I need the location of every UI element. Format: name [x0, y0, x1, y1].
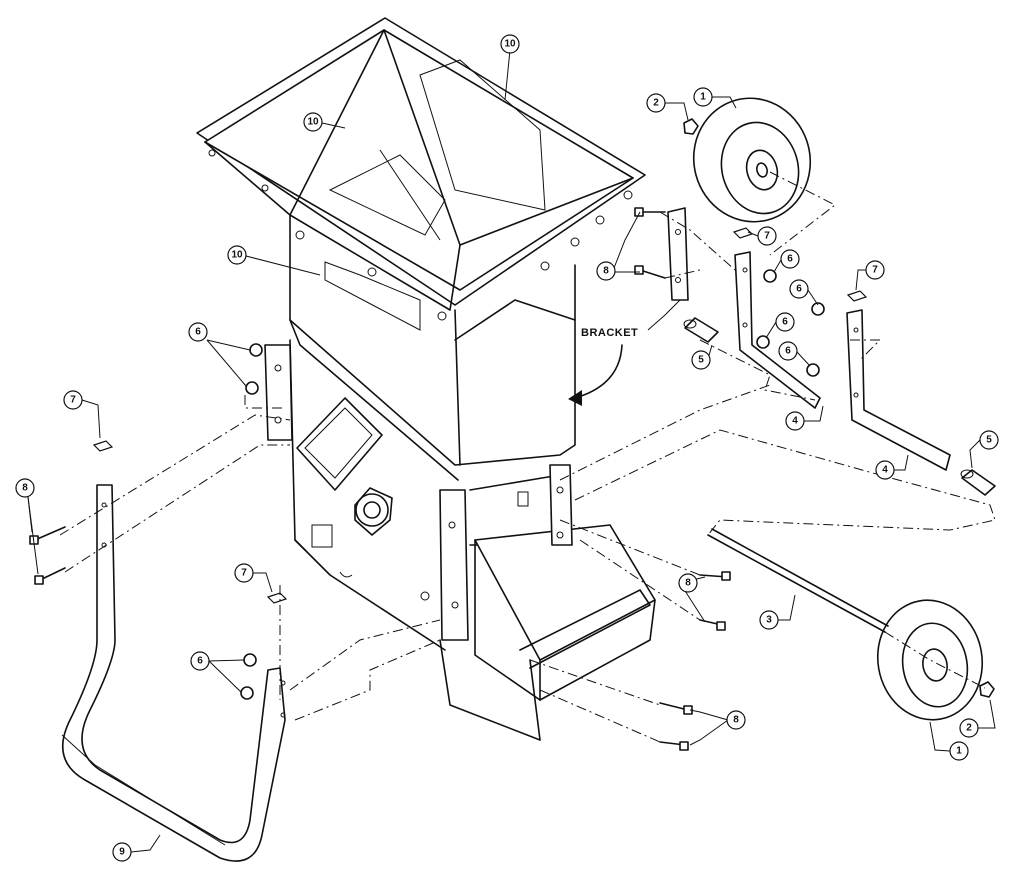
callout-4: 4 — [875, 460, 895, 480]
callout-3: 3 — [759, 610, 779, 630]
svg-text:2: 2 — [966, 723, 972, 734]
svg-text:6: 6 — [787, 254, 793, 265]
callout-6: 6 — [789, 279, 809, 299]
svg-text:6: 6 — [782, 317, 788, 328]
bracket-label: BRACKET — [581, 327, 638, 339]
chipper-body — [264, 207, 689, 741]
svg-text:7: 7 — [764, 231, 770, 242]
bracket-pointer: BRACKET — [568, 299, 681, 406]
svg-text:8: 8 — [22, 483, 28, 494]
svg-text:10: 10 — [307, 117, 319, 128]
svg-text:8: 8 — [603, 266, 609, 277]
callout-5: 5 — [691, 350, 711, 370]
callout-7: 7 — [234, 563, 254, 583]
callout-5: 5 — [979, 430, 999, 450]
svg-text:6: 6 — [197, 656, 203, 667]
leg-4-upper — [734, 251, 821, 409]
svg-text:7: 7 — [70, 395, 76, 406]
callout-6: 6 — [188, 322, 208, 342]
callout-4: 4 — [785, 411, 805, 431]
caps-7 — [92, 227, 868, 604]
callout-10: 10 — [227, 245, 247, 265]
callout-2: 2 — [959, 718, 979, 738]
wheel-lower — [876, 599, 995, 721]
callout-6: 6 — [190, 651, 210, 671]
callout-1: 1 — [693, 87, 713, 107]
spacer-lower — [960, 469, 996, 496]
wheel-upper — [683, 97, 812, 223]
callout-7: 7 — [757, 226, 777, 246]
callout-8: 8 — [596, 261, 616, 281]
callouts: 10 10 10 2 1 7 6 8 7 6 6 6 — [15, 34, 999, 862]
svg-text:6: 6 — [195, 327, 201, 338]
callout-2: 2 — [646, 93, 666, 113]
handle-9 — [61, 484, 286, 862]
svg-text:5: 5 — [698, 355, 704, 366]
callout-7: 7 — [865, 260, 885, 280]
svg-text:8: 8 — [733, 715, 739, 726]
svg-text:4: 4 — [882, 465, 888, 476]
svg-text:6: 6 — [796, 284, 802, 295]
svg-text:10: 10 — [231, 250, 243, 261]
svg-text:7: 7 — [241, 568, 247, 579]
hopper — [196, 17, 646, 331]
nuts-6 — [240, 269, 825, 700]
callout-6: 6 — [778, 341, 798, 361]
callout-8: 8 — [15, 478, 35, 498]
svg-text:3: 3 — [766, 615, 772, 626]
svg-text:9: 9 — [119, 847, 125, 858]
svg-text:8: 8 — [685, 578, 691, 589]
callout-8: 8 — [678, 573, 698, 593]
svg-text:1: 1 — [956, 746, 962, 757]
callout-8: 8 — [726, 710, 746, 730]
axle — [707, 528, 889, 633]
leg-4-lower — [846, 309, 951, 471]
callout-7: 7 — [63, 390, 83, 410]
svg-text:5: 5 — [986, 435, 992, 446]
svg-text:7: 7 — [872, 265, 878, 276]
svg-text:2: 2 — [653, 98, 659, 109]
svg-text:10: 10 — [504, 39, 516, 50]
callout-6: 6 — [780, 249, 800, 269]
bolts-8 — [29, 207, 731, 751]
assembly-lines — [59, 171, 996, 743]
callout-9: 9 — [112, 842, 132, 862]
spacer-upper — [683, 317, 719, 343]
callout-1: 1 — [949, 741, 969, 761]
svg-text:4: 4 — [792, 416, 798, 427]
svg-text:1: 1 — [700, 92, 706, 103]
callout-10: 10 — [500, 34, 520, 54]
callout-6: 6 — [775, 312, 795, 332]
callout-10: 10 — [303, 112, 323, 132]
svg-text:6: 6 — [785, 346, 791, 357]
